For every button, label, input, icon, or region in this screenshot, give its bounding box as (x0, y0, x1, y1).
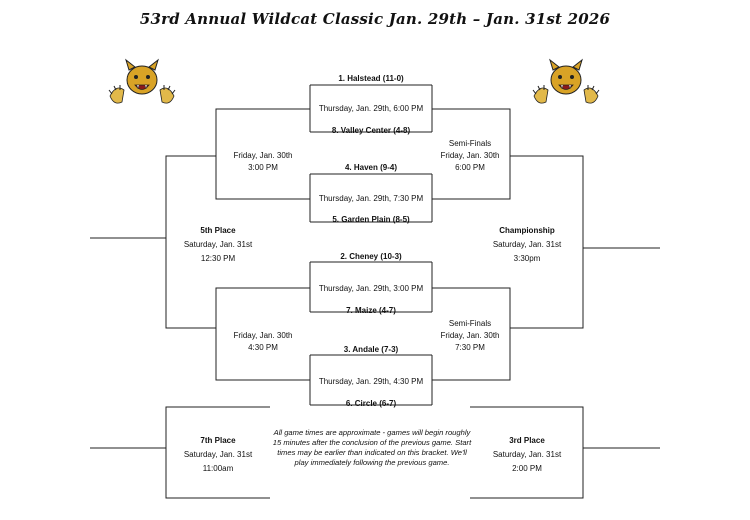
wildcat-mascot-icon (108, 56, 176, 110)
quarterfinal-2-box (309, 173, 433, 223)
semifinal-bottom-day: Friday, Jan. 30th (440, 331, 500, 340)
third-place-day: Saturday, Jan. 31st (492, 450, 562, 459)
semifinal-top-label: Semi-Finals Friday, Jan. 30th 6:00 PM (441, 138, 500, 174)
qf2-top-team: 4. Haven (9-4) (344, 163, 398, 172)
fifth-place-time: 12:30 PM (200, 254, 236, 263)
championship-day: Saturday, Jan. 31st (492, 240, 562, 249)
semifinal-bottom-time: 7:30 PM (455, 343, 485, 352)
qf3-top-team: 2. Cheney (10-3) (340, 252, 402, 261)
qf1-bottom-team: 8. Valley Center (4-8) (331, 126, 411, 135)
seventh-place-day: Saturday, Jan. 31st (183, 450, 253, 459)
semifinal-bottom-title: Semi-Finals (448, 319, 492, 328)
game-times-note: All game times are approximate - games w… (272, 428, 472, 467)
qf2-time: Thursday, Jan. 29th, 7:30 PM (318, 194, 424, 203)
third-place-label: 3rd Place Saturday, Jan. 31st 2:00 PM (493, 434, 561, 476)
fifth-place-title: 5th Place (200, 226, 236, 235)
championship-label: Championship Saturday, Jan. 31st 3:30pm (493, 224, 561, 266)
seventh-place-title: 7th Place (200, 436, 236, 445)
page-title: 53rd Annual Wildcat Classic Jan. 29th – … (139, 10, 611, 28)
semifinal-top-title: Semi-Finals (448, 139, 492, 148)
third-place-time: 2:00 PM (512, 464, 542, 473)
fifth-place-day: Saturday, Jan. 31st (183, 240, 253, 249)
qf4-bottom-team: 6. Circle (6-7) (345, 399, 397, 408)
consolation-bottom-label: Friday, Jan. 30th 4:30 PM (234, 330, 293, 354)
consolation-top-time: 3:00 PM (248, 163, 278, 172)
semifinal-top-day: Friday, Jan. 30th (440, 151, 500, 160)
qf3-bottom-team: 7. Maize (4-7) (346, 306, 396, 315)
quarterfinal-3-box (309, 261, 433, 313)
fifth-place-label: 5th Place Saturday, Jan. 31st 12:30 PM (184, 224, 252, 266)
third-place-title: 3rd Place (509, 436, 545, 445)
semifinal-bottom-bracket (432, 287, 511, 381)
semifinal-top-bracket (432, 108, 511, 200)
qf4-top-team: 3. Andale (7-3) (343, 345, 399, 354)
qf4-time: Thursday, Jan. 29th, 4:30 PM (318, 377, 424, 386)
consolation-bottom-time: 4:30 PM (248, 343, 278, 352)
third-place-bracket (470, 406, 584, 499)
championship-bracket (510, 155, 584, 329)
consolation-bottom-day: Friday, Jan. 30th (233, 331, 293, 340)
qf1-time: Thursday, Jan. 29th, 6:00 PM (318, 104, 424, 113)
consolation-top-label: Friday, Jan. 30th 3:00 PM (234, 150, 293, 174)
seventh-place-time: 11:00am (202, 464, 234, 473)
fifth-place-bracket (165, 155, 216, 329)
consolation-bottom-bracket (215, 287, 310, 381)
seventh-place-bracket (165, 406, 270, 499)
semifinal-top-time: 6:00 PM (455, 163, 485, 172)
consolation-top-day: Friday, Jan. 30th (233, 151, 293, 160)
wildcat-mascot-icon (532, 56, 600, 110)
qf1-top-team: 1. Halstead (11-0) (338, 74, 404, 83)
consolation-top-bracket (215, 108, 310, 200)
qf3-time: Thursday, Jan. 29th, 3:00 PM (318, 284, 424, 293)
seventh-place-label: 7th Place Saturday, Jan. 31st 11:00am (184, 434, 252, 476)
championship-time: 3:30pm (513, 254, 541, 263)
qf2-bottom-team: 5. Garden Plain (8-5) (332, 215, 410, 224)
semifinal-bottom-label: Semi-Finals Friday, Jan. 30th 7:30 PM (441, 318, 500, 354)
championship-title: Championship (499, 226, 555, 235)
